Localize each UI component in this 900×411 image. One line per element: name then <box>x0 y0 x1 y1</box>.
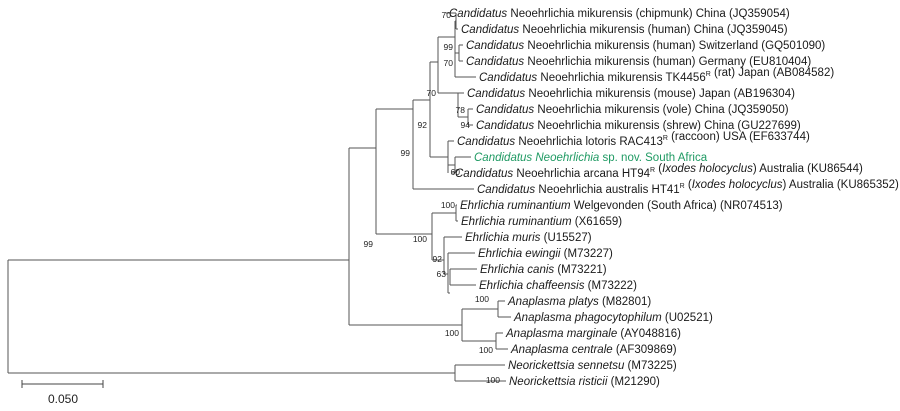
bootstrap-n11: 92 <box>433 254 443 264</box>
taxon-label: Ehrlichia chaffeensis (M73222) <box>479 280 637 292</box>
bootstrap-n12: 63 <box>437 269 447 279</box>
scale-bar: 0.050 <box>21 380 104 406</box>
taxon-label: Candidatus Neoehrlichia arcana HT94R (Ix… <box>455 163 863 180</box>
bootstrap-n10: 100 <box>441 200 455 210</box>
scale-bar-label: 0.050 <box>48 392 78 406</box>
bootstrap-n8: 60 <box>451 167 461 177</box>
taxon-label: Ehrlichia ewingii (M73227) <box>478 248 613 260</box>
taxon-label: Candidatus Neoehrlichia sp. nov. South A… <box>474 152 708 164</box>
bootstrap-n7: 92 <box>418 120 428 130</box>
bootstrap-n4: 78 <box>456 105 466 115</box>
bootstrap-n15: 100 <box>475 294 489 304</box>
bootstrap-values: 70 99 70 78 94 70 92 60 99 100 92 63 100… <box>364 10 501 385</box>
taxon-label: Anaplasma centrale (AF309869) <box>510 344 677 356</box>
taxon-label: Candidatus Neoehrlichia mikurensis (huma… <box>466 40 825 52</box>
bootstrap-n17: 100 <box>445 328 459 338</box>
taxon-label: Candidatus Neoehrlichia lotoris RAC413R … <box>457 131 810 148</box>
taxon-label: Candidatus Neoehrlichia mikurensis TK445… <box>479 67 834 84</box>
taxon-label: Candidatus Neoehrlichia mikurensis (shre… <box>476 120 801 132</box>
taxon-label: Anaplasma marginale (AY048816) <box>505 328 681 340</box>
bootstrap-n16: 100 <box>479 345 493 355</box>
taxon-label: Candidatus Neoehrlichia mikurensis (vole… <box>476 104 789 116</box>
taxon-label: Ehrlichia ruminantium Welgevonden (South… <box>460 200 783 212</box>
taxon-label: Ehrlichia canis (M73221) <box>480 264 607 276</box>
taxon-label: Candidatus Neoehrlichia mikurensis (mous… <box>467 88 795 100</box>
taxon-label: Anaplasma platys (M82801) <box>507 296 651 308</box>
bootstrap-n9: 99 <box>401 148 411 158</box>
bootstrap-n13: 100 <box>413 234 427 244</box>
bootstrap-n14: 99 <box>364 239 374 249</box>
tree-branches <box>7 12 511 382</box>
bootstrap-n2: 99 <box>444 42 454 52</box>
taxon-label: Neorickettsia sennetsu (M73225) <box>508 360 677 372</box>
taxon-label: Anaplasma phagocytophilum (U02521) <box>513 312 713 324</box>
bootstrap-n1: 70 <box>442 10 452 20</box>
taxon-label: Neorickettsia risticii (M21290) <box>509 376 660 388</box>
taxon-label: Candidatus Neoehrlichia mikurensis (chip… <box>449 8 790 20</box>
bootstrap-n3: 70 <box>444 58 454 68</box>
taxon-label: Candidatus Neoehrlichia mikurensis (huma… <box>461 24 788 36</box>
taxon-labels: Candidatus Neoehrlichia mikurensis (chip… <box>449 8 899 388</box>
taxon-label: Ehrlichia muris (U15527) <box>465 232 592 244</box>
bootstrap-n6: 70 <box>427 88 437 98</box>
taxon-label: Candidatus Neoehrlichia mikurensis (huma… <box>466 56 811 68</box>
taxon-label: Candidatus Neoehrlichia australis HT41R … <box>477 179 899 196</box>
bootstrap-n18: 100 <box>486 375 500 385</box>
bootstrap-n5: 94 <box>461 120 471 130</box>
taxon-label: Ehrlichia ruminantium (X61659) <box>461 216 622 228</box>
